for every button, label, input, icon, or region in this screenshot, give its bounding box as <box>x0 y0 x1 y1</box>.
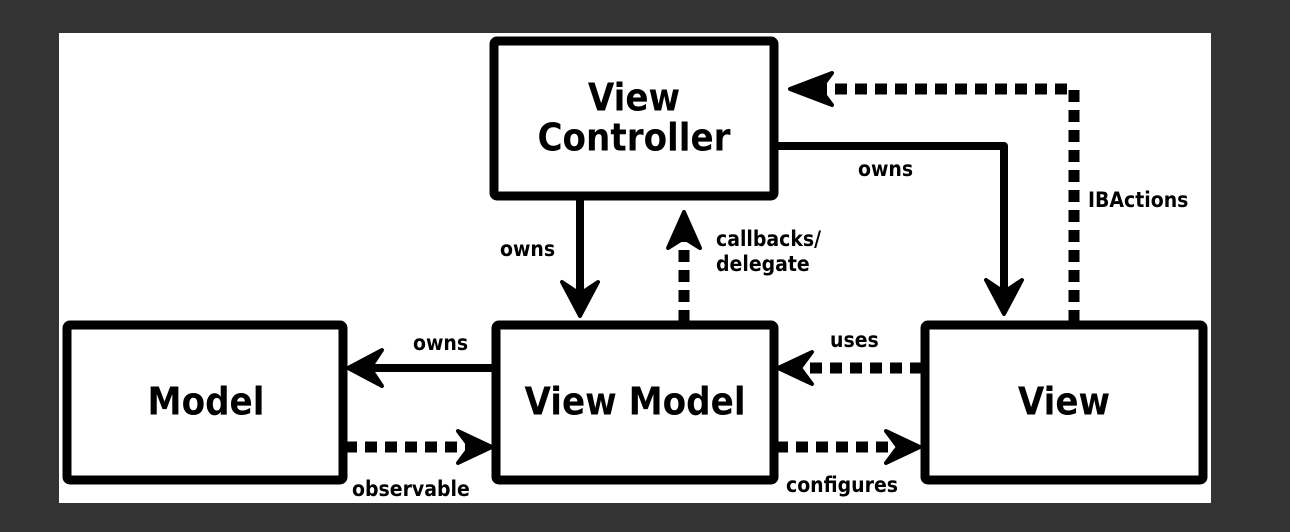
edge-label-ibactions: IBActions <box>1088 188 1188 212</box>
edge-label-observable: observable <box>352 477 470 501</box>
view-model-label: View Model <box>524 380 745 424</box>
edge-model-observable-vm <box>345 429 494 465</box>
edge-label-uses: uses <box>830 328 879 352</box>
view-model-box[interactable] <box>491 320 779 485</box>
view-controller-label-line1: View <box>588 76 680 120</box>
model-label: Model <box>148 380 265 424</box>
edge-label-callbacks-line1: callbacks/ <box>716 227 821 251</box>
view-controller-label-line2: Controller <box>537 116 730 160</box>
model-box[interactable] <box>62 320 348 485</box>
edge-view-uses-vm <box>776 350 922 386</box>
edge-vm-configures-view <box>776 429 922 465</box>
view-controller-box[interactable] <box>489 36 779 201</box>
edge-view-ibactions-vc <box>788 71 1080 322</box>
edge-vm-owns-model <box>346 348 494 388</box>
edge-label-vc-owns-vm: owns <box>500 237 555 261</box>
edge-label-vm-owns-model: owns <box>413 331 468 355</box>
edge-vc-owns-vm <box>560 198 600 318</box>
edge-vc-owns-view <box>776 142 1024 316</box>
edge-label-configures: configures <box>786 473 898 497</box>
edge-vm-callbacks-vc <box>666 210 702 322</box>
view-box[interactable] <box>920 320 1208 485</box>
edge-label-callbacks-line2: delegate <box>716 252 810 276</box>
view-label: View <box>1018 380 1110 424</box>
edge-label-vc-owns-view: owns <box>858 157 913 181</box>
